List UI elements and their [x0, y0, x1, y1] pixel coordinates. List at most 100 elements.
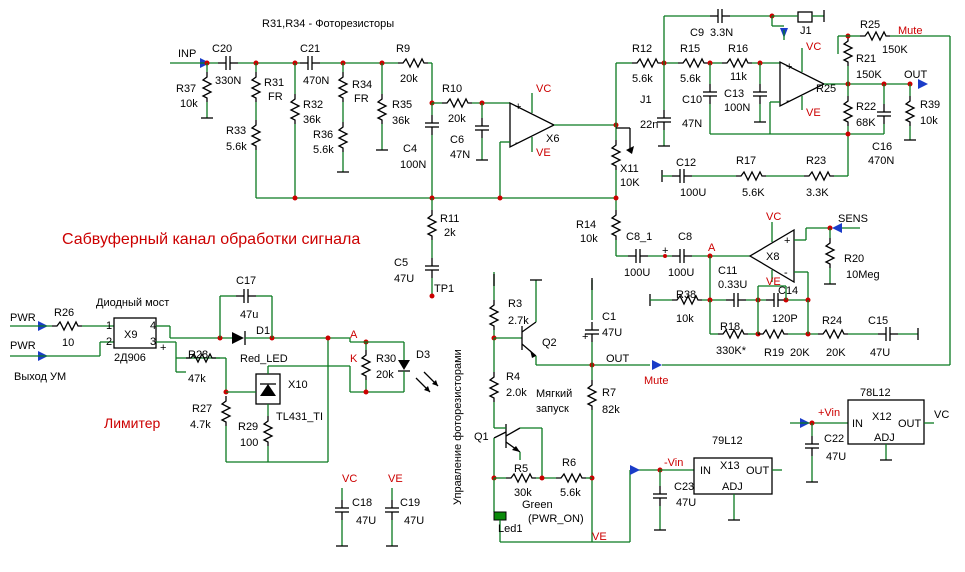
r16-ref: R16	[728, 43, 748, 55]
r36-value: 5.6k	[313, 144, 334, 156]
x8-vc-net: VC	[766, 211, 781, 223]
r12-value: 5.6k	[632, 73, 653, 85]
r26-ref: R26	[54, 307, 74, 319]
power-out-title: Выход УМ	[14, 371, 66, 383]
mute-net-top: Mute	[898, 25, 922, 37]
x9-pin1: 1	[106, 320, 112, 332]
q1-ref: Q1	[474, 431, 489, 443]
x7-plus: +	[786, 61, 792, 73]
c21-ref: C21	[300, 43, 320, 55]
r32-value: 36k	[303, 114, 321, 126]
c9-value: 3.3N	[710, 27, 733, 39]
x9-pin3: 3	[150, 336, 156, 348]
power-supply-section: VC C18 47U VE C19 47U -Vin C23 47U 79L12…	[334, 387, 949, 547]
out-arrow-icon-2	[652, 360, 662, 370]
r14-ref: R14	[576, 219, 596, 231]
x8-ve-net: VE	[766, 276, 781, 288]
x9-ref: X9	[124, 329, 137, 341]
c13-ref: C13	[724, 88, 744, 100]
r23-value: 3.3K	[806, 187, 829, 199]
c8-value: 100U	[668, 267, 694, 279]
c1-ref: C1	[602, 311, 616, 323]
c1-value: 47U	[602, 327, 622, 339]
limiter-title: Лимитер	[104, 415, 160, 431]
r27-ref: R27	[192, 403, 212, 415]
x6-minus: -	[515, 137, 519, 149]
r19-value: 20K	[790, 347, 810, 359]
x13-value: 79L12	[712, 435, 743, 447]
x11-ref: X11	[620, 163, 639, 175]
r4-ref: R4	[506, 371, 520, 383]
r33-ref: R33	[226, 125, 246, 137]
x8-plus: +	[784, 235, 790, 247]
c1-polarity: +	[582, 331, 588, 343]
c6-value: 47N	[450, 149, 470, 161]
c8-1-ref: C8_1	[626, 231, 652, 243]
pwr-net-1: PWR	[10, 312, 36, 324]
r24-value: 20K	[826, 347, 846, 359]
c8-ref: C8	[678, 231, 692, 243]
x13-ref: X13	[720, 460, 740, 472]
c5-value: 47U	[394, 273, 414, 285]
r17-value: 5.6K	[742, 187, 765, 199]
c8-polarity: +	[662, 245, 668, 257]
r20-value: 10Meg	[846, 269, 880, 281]
x9-value: 2Д906	[114, 352, 146, 364]
vin-neg-net: -Vin	[664, 457, 683, 469]
c13-value: 100N	[724, 102, 750, 114]
x9-bridge	[113, 317, 157, 349]
c19-ve-net: VE	[388, 473, 403, 485]
r36-ref: R36	[313, 129, 333, 141]
r5-ref: R5	[514, 463, 528, 475]
r31-value: FR	[268, 91, 283, 103]
x12-value: 78L12	[860, 387, 891, 399]
r10-ref: R10	[442, 83, 462, 95]
r16-value: 11k	[730, 71, 747, 83]
c9-ref: C9	[690, 27, 704, 39]
r14-value: 10k	[580, 233, 598, 245]
c14-value: 120P	[772, 313, 798, 325]
net-inp: INP	[178, 48, 196, 60]
r4-value: 2.0k	[506, 387, 527, 399]
c6-ref: C6	[450, 134, 464, 146]
soft-start-title-1: Мягкий	[536, 388, 572, 400]
sens-net: SENS	[838, 213, 868, 225]
x6-plus: +	[515, 101, 521, 113]
red-led-ref: Red_LED	[240, 353, 288, 365]
r20-ref: R20	[844, 253, 864, 265]
r10-value: 20k	[448, 113, 466, 125]
ve-net-bottom: VE	[592, 531, 607, 543]
r33-value: 5.6k	[226, 141, 247, 153]
vin-pos-net: +Vin	[818, 407, 840, 419]
net-k: K	[350, 353, 358, 365]
c22-ref: C22	[824, 433, 844, 445]
x9-pin4: 4	[150, 320, 156, 332]
c17-value: 47u	[240, 309, 258, 321]
c15-value: 47U	[870, 347, 890, 359]
c18-ref: C18	[352, 497, 372, 509]
x11-value: 10K	[620, 177, 640, 189]
diode-bridge-title: Диодный мост	[96, 297, 169, 309]
led1-ref: Led1	[498, 523, 522, 535]
c4-ref: C4	[403, 143, 417, 155]
j1-jumper	[797, 11, 813, 23]
x12-out: OUT	[898, 418, 922, 430]
x13-adj: ADJ	[722, 481, 743, 493]
x7-ref: R25	[816, 83, 836, 95]
c15-ref: C15	[868, 315, 888, 327]
r38-ref: R38	[676, 289, 696, 301]
r29-ref: R29	[238, 421, 258, 433]
d3-led	[398, 360, 410, 370]
x7-minus: -	[786, 95, 790, 107]
c23-value: 47U	[676, 497, 696, 509]
filter-stage-x7: R12 5.6k R15 5.6k R16 11k J1 22n C9 3.3N	[611, 8, 951, 365]
photoresistor-note: R31,R34 - Фоторезисторы	[262, 18, 394, 30]
c12-ref: C12	[676, 157, 696, 169]
c18-value: 47U	[356, 515, 376, 527]
c20-ref: C20	[212, 43, 232, 55]
input-stage: INP C20 330N C21 470N R9 20k R37 10k R31…	[170, 43, 619, 299]
c4-value: 100N	[400, 159, 426, 171]
c12-value: 100U	[680, 187, 706, 199]
r39-value: 10k	[920, 115, 938, 127]
